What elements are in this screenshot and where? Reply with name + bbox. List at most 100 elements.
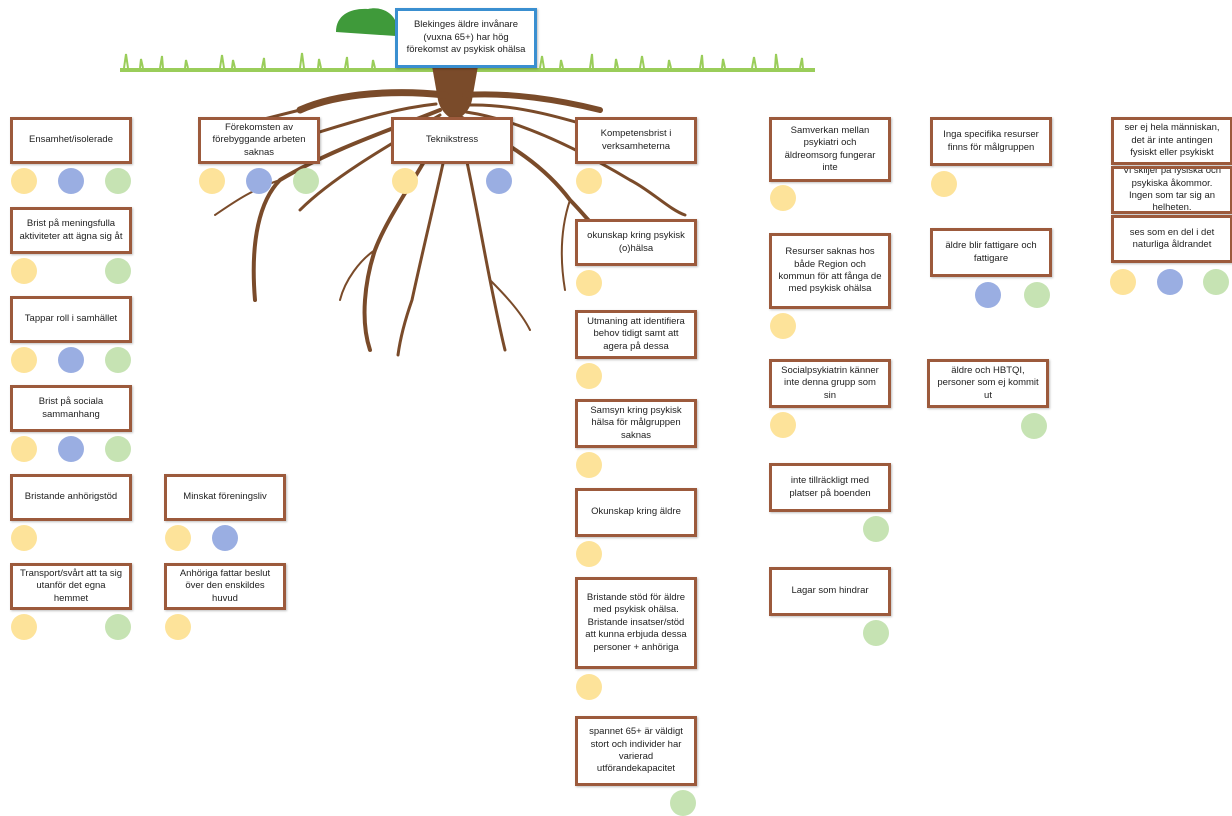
yellow-dot[interactable]: [576, 452, 602, 478]
yellow-dot[interactable]: [165, 614, 191, 640]
card-anhorigstod[interactable]: Bristande anhörigstöd: [10, 474, 132, 521]
card-okunskap-aldre[interactable]: Okunskap kring äldre: [575, 488, 697, 537]
yellow-dot[interactable]: [199, 168, 225, 194]
blue-dot[interactable]: [58, 436, 84, 462]
card-text: ses som en del i det naturliga åldrandet: [1129, 226, 1215, 250]
yellow-dot[interactable]: [11, 347, 37, 373]
green-dot[interactable]: [670, 790, 696, 816]
yellow-dot[interactable]: [576, 363, 602, 389]
blue-dot[interactable]: [246, 168, 272, 194]
card-spannet-65[interactable]: spannet 65+ är väldigt stort och individ…: [575, 716, 697, 786]
green-dot[interactable]: [863, 620, 889, 646]
card-text: Okunskap kring äldre: [591, 506, 681, 518]
yellow-dot[interactable]: [11, 436, 37, 462]
yellow-dot[interactable]: [576, 270, 602, 296]
card-text: Minskat föreningsliv: [183, 491, 267, 503]
card-text: Bristande stöd för äldre med psykisk ohä…: [585, 592, 687, 653]
card-transport[interactable]: Transport/svårt att ta sig utanför det e…: [10, 563, 132, 610]
card-text: Utmaning att identifiera behov tidigt sa…: [587, 315, 685, 352]
card-hbtqi[interactable]: äldre och HBTQI, personer som ej kommit …: [927, 359, 1049, 408]
card-platser-boenden[interactable]: inte tillräckligt med platser på boenden: [769, 463, 891, 512]
card-fattigare[interactable]: äldre blir fattigare och fattigare: [930, 228, 1052, 277]
yellow-dot[interactable]: [931, 171, 957, 197]
card-samverkan[interactable]: Samverkan mellan psykiatri och äldreomso…: [769, 117, 891, 182]
green-dot[interactable]: [105, 436, 131, 462]
card-text: Tappar roll i samhället: [24, 313, 118, 325]
card-text: Brist på sociala sammanhang: [38, 396, 104, 420]
card-text: ser ej hela människan, det är inte antin…: [1124, 122, 1220, 159]
blue-dot[interactable]: [58, 347, 84, 373]
card-text: Förekomsten av förebyggande arbeten sakn…: [212, 121, 306, 158]
card-hela-manniskan[interactable]: ser ej hela människan, det är inte antin…: [1111, 117, 1232, 165]
green-dot[interactable]: [105, 614, 131, 640]
card-utmaning-identifiera[interactable]: Utmaning att identifiera behov tidigt sa…: [575, 310, 697, 359]
card-forebyggande[interactable]: Förekomsten av förebyggande arbeten sakn…: [198, 117, 320, 164]
yellow-dot[interactable]: [165, 525, 191, 551]
card-text: Ensamhet/isolerade: [29, 134, 113, 146]
yellow-dot[interactable]: [392, 168, 418, 194]
blue-dot[interactable]: [975, 282, 1001, 308]
blue-dot[interactable]: [58, 168, 84, 194]
diagram-title: Blekinges äldre invånare (vuxna 65+) har…: [406, 19, 526, 56]
card-text: Bristande anhörigstöd: [24, 491, 118, 503]
tree-canopy: [336, 8, 396, 36]
card-text: Resurser saknas hos både Region och komm…: [778, 246, 882, 295]
card-naturliga-aldrandet[interactable]: ses som en del i det naturliga åldrandet: [1111, 215, 1232, 263]
tree-trunk: [432, 66, 478, 120]
yellow-dot[interactable]: [11, 614, 37, 640]
green-dot[interactable]: [1021, 413, 1047, 439]
card-text: äldre och HBTQI, personer som ej kommit …: [937, 364, 1039, 401]
green-dot[interactable]: [1024, 282, 1050, 308]
card-socialpsykiatrin[interactable]: Socialpsykiatrin känner inte denna grupp…: [769, 359, 891, 408]
card-bristande-stod[interactable]: Bristande stöd för äldre med psykisk ohä…: [575, 577, 697, 669]
green-dot[interactable]: [105, 347, 131, 373]
card-resurser-saknas[interactable]: Resurser saknas hos både Region och komm…: [769, 233, 891, 309]
card-inga-resurser[interactable]: Inga specifika resurser finns för målgru…: [930, 117, 1052, 166]
yellow-dot[interactable]: [11, 258, 37, 284]
diagram-title-card[interactable]: Blekinges äldre invånare (vuxna 65+) har…: [395, 8, 537, 68]
yellow-dot[interactable]: [1110, 269, 1136, 295]
card-sociala-sammanhang[interactable]: Brist på sociala sammanhang: [10, 385, 132, 432]
card-text: Teknikstress: [425, 134, 479, 146]
card-foreningsliv[interactable]: Minskat föreningsliv: [164, 474, 286, 521]
yellow-dot[interactable]: [576, 541, 602, 567]
card-text: Lagar som hindrar: [791, 585, 869, 597]
card-lagar[interactable]: Lagar som hindrar: [769, 567, 891, 616]
card-text: okunskap kring psykisk (o)hälsa: [587, 230, 685, 254]
blue-dot[interactable]: [212, 525, 238, 551]
yellow-dot[interactable]: [770, 313, 796, 339]
card-samsyn[interactable]: Samsyn kring psykisk hälsa för målgruppe…: [575, 399, 697, 448]
card-okunskap-psykisk[interactable]: okunskap kring psykisk (o)hälsa: [575, 219, 697, 266]
blue-dot[interactable]: [486, 168, 512, 194]
yellow-dot[interactable]: [770, 185, 796, 211]
yellow-dot[interactable]: [576, 168, 602, 194]
card-text: Brist på meningsfulla aktiviteter att äg…: [19, 218, 123, 242]
card-anhoriga-beslut[interactable]: Anhöriga fattar beslut över den enskilde…: [164, 563, 286, 610]
yellow-dot[interactable]: [11, 525, 37, 551]
yellow-dot[interactable]: [576, 674, 602, 700]
card-text: inte tillräckligt med platser på boenden: [789, 475, 871, 499]
card-text: Kompetensbrist i verksamheterna: [600, 128, 672, 152]
card-text: Anhöriga fattar beslut över den enskilde…: [179, 567, 271, 604]
green-dot[interactable]: [105, 258, 131, 284]
card-ensamhet[interactable]: Ensamhet/isolerade: [10, 117, 132, 164]
card-text: Socialpsykiatrin känner inte denna grupp…: [781, 364, 879, 401]
card-text: Vi skiljer på fysiska och psykiska åkomm…: [1122, 166, 1222, 214]
yellow-dot[interactable]: [11, 168, 37, 194]
card-teknikstress[interactable]: Teknikstress: [391, 117, 513, 164]
card-text: spannet 65+ är väldigt stort och individ…: [589, 726, 683, 775]
green-dot[interactable]: [863, 516, 889, 542]
card-kompetensbrist[interactable]: Kompetensbrist i verksamheterna: [575, 117, 697, 164]
green-dot[interactable]: [105, 168, 131, 194]
card-tappar-roll[interactable]: Tappar roll i samhället: [10, 296, 132, 343]
card-skiljer-fysiska[interactable]: Vi skiljer på fysiska och psykiska åkomm…: [1111, 166, 1232, 214]
card-text: Transport/svårt att ta sig utanför det e…: [19, 567, 123, 604]
green-dot[interactable]: [293, 168, 319, 194]
card-meningsfulla-aktiviteter[interactable]: Brist på meningsfulla aktiviteter att äg…: [10, 207, 132, 254]
yellow-dot[interactable]: [770, 412, 796, 438]
blue-dot[interactable]: [1157, 269, 1183, 295]
card-text: Samsyn kring psykisk hälsa för målgruppe…: [590, 404, 682, 441]
green-dot[interactable]: [1203, 269, 1229, 295]
card-text: Samverkan mellan psykiatri och äldreomso…: [784, 124, 876, 173]
card-text: äldre blir fattigare och fattigare: [945, 240, 1037, 264]
